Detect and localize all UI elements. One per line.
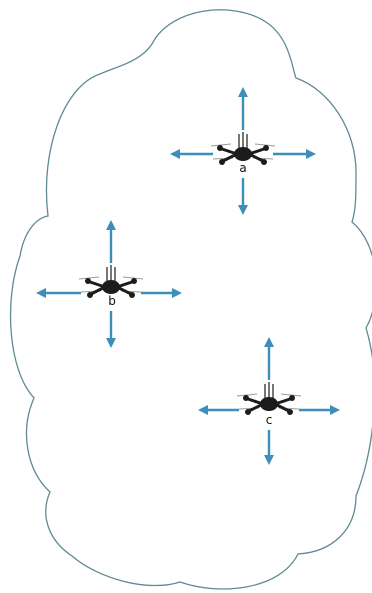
drone-label-a: a [239,161,246,175]
drone-c: c [197,336,341,466]
drone-a: a [169,86,317,216]
cloud-outline [9,9,372,590]
drone-b: b [35,219,183,349]
drone-label-b: b [108,294,116,308]
drone-label-c: c [266,413,273,427]
drone-icon [236,382,302,415]
drone-icon [210,132,276,165]
drone-icon [78,265,144,298]
